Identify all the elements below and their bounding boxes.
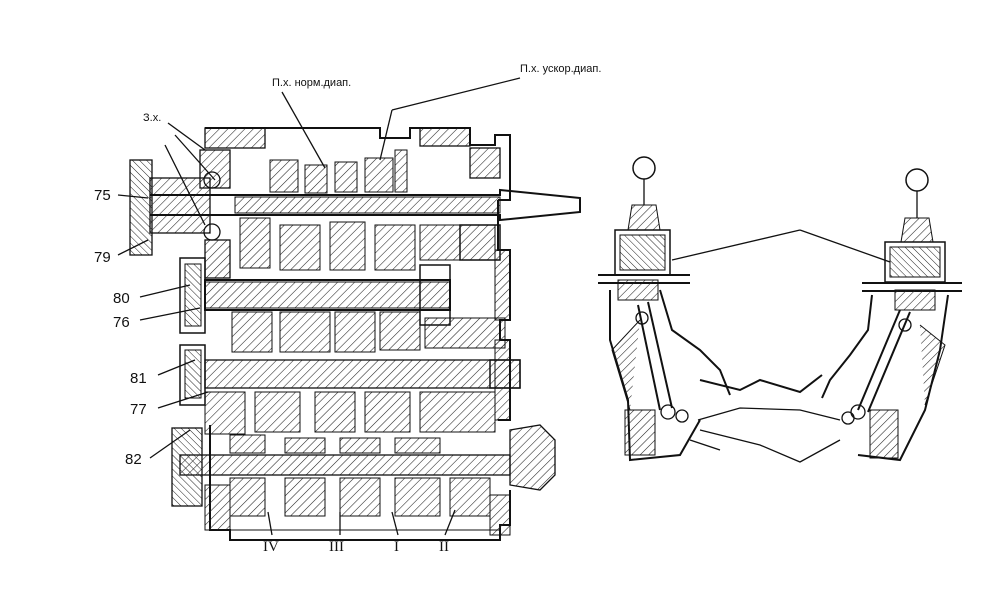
label-77: 77 <box>130 401 147 418</box>
label-75: 75 <box>94 187 111 204</box>
third-shaft <box>179 344 521 435</box>
bottom-shaft <box>171 424 556 517</box>
second-shaft <box>179 257 506 353</box>
labels: З.х. П.х. норм.диап. П.х. ускор.диап. 75… <box>94 63 601 555</box>
label-79: 79 <box>94 249 111 266</box>
label-ph-uskor: П.х. ускор.диап. <box>520 63 601 75</box>
label-zx: З.х. <box>143 112 161 124</box>
label-ph-norm: П.х. норм.диап. <box>272 77 351 89</box>
label-82: 82 <box>125 451 142 468</box>
top-gears <box>239 149 501 271</box>
input-shaft <box>129 159 581 256</box>
label-gear-i: I <box>394 539 399 555</box>
label-81: 81 <box>130 370 147 387</box>
label-gear-iii: III <box>329 539 344 555</box>
gearbox-section <box>129 127 581 541</box>
housing-top-wall <box>204 127 266 149</box>
shift-mechanism <box>598 156 962 463</box>
leader-lines <box>117 77 521 536</box>
label-80: 80 <box>113 290 130 307</box>
label-gear-ii: II <box>439 539 449 555</box>
left-knob <box>632 156 656 180</box>
label-76: 76 <box>113 314 130 331</box>
right-knob <box>905 168 929 192</box>
label-gear-iv: IV <box>263 539 279 555</box>
